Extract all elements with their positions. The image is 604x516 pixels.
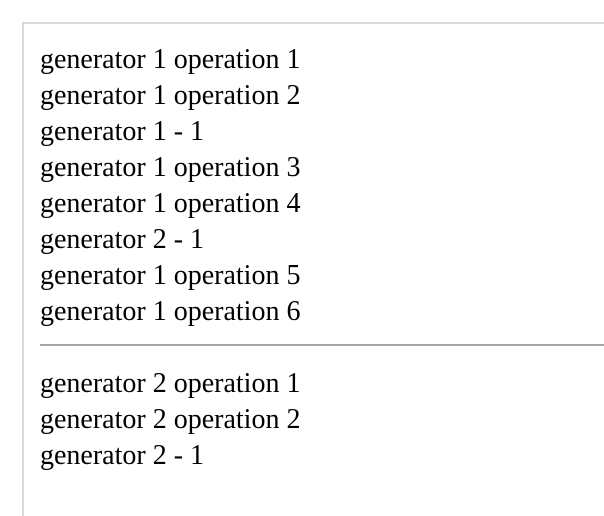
log-line: generator 1 operation 6 (40, 296, 301, 327)
log-line: generator 1 - 1 (40, 116, 205, 147)
log-line: generator 1 operation 4 (40, 188, 301, 219)
log-line: generator 2 operation 2 (40, 404, 301, 435)
log-line: generator 1 operation 3 (40, 152, 301, 183)
log-line: generator 2 - 1 (40, 224, 205, 255)
log-line: generator 1 operation 2 (40, 80, 301, 111)
log-line: generator 2 operation 1 (40, 368, 301, 399)
log-line: generator 2 - 1 (40, 440, 205, 471)
output-frame: generator 1 operation 1 generator 1 oper… (22, 22, 604, 516)
output-log-2: generator 2 operation 1 generator 2 oper… (40, 366, 300, 474)
log-line: generator 1 operation 1 (40, 44, 301, 75)
horizontal-rule (40, 344, 604, 346)
output-log-1: generator 1 operation 1 generator 1 oper… (40, 42, 300, 330)
log-line: generator 1 operation 5 (40, 260, 301, 291)
